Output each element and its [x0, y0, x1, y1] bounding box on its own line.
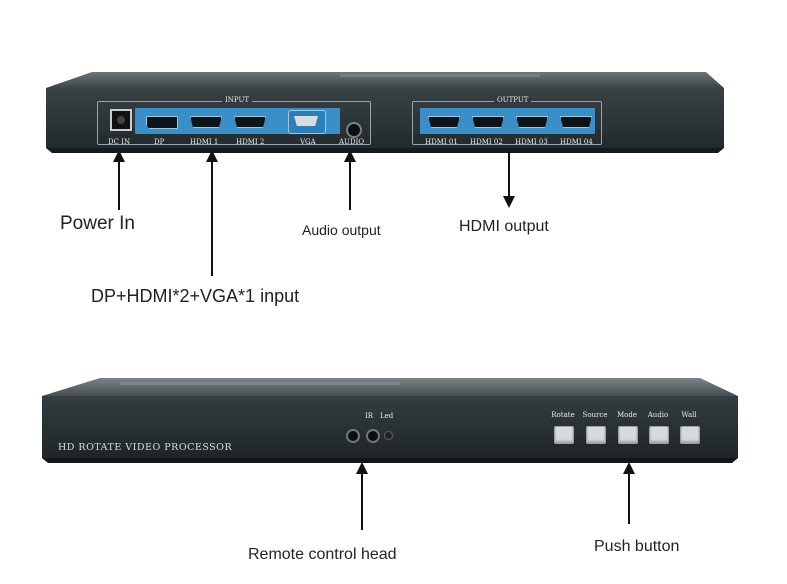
ir-label: IR [365, 412, 374, 420]
input-summary-callout: DP+HDMI*2+VGA*1 input [91, 286, 300, 306]
hdmi2-port [234, 116, 266, 128]
dc-in-label: DC IN [108, 138, 131, 146]
rotate-button[interactable] [554, 426, 574, 444]
mode-button[interactable] [618, 426, 638, 444]
hdmi-out4-port [560, 116, 592, 128]
audio-label: AUDIO [339, 138, 365, 146]
vga-label: VGA [300, 138, 316, 146]
front-chassis-graphic [42, 378, 738, 463]
output-group-label: OUTPUT [494, 96, 532, 104]
remote-sensor-hole-left [346, 429, 360, 443]
ir-receiver [366, 429, 380, 443]
audio-port [346, 122, 362, 138]
front-panel-device: HD ROTATE VIDEO PROCESSOR IR Led Rotate … [0, 370, 787, 470]
mode-button-label: Mode [616, 411, 637, 419]
audio-button[interactable] [649, 426, 669, 444]
vga-port [288, 110, 326, 134]
input-group-label: INPUT [222, 96, 253, 104]
hdmi-output-callout: HDMI output [459, 218, 549, 235]
hdmi1-port [190, 116, 222, 128]
hdmi2-label: HDMI 2 [236, 138, 265, 146]
hdmi-out2-port [472, 116, 504, 128]
hdmi-out3-label: HDMI 03 [515, 138, 548, 146]
hdmi-out2-label: HDMI 02 [470, 138, 503, 146]
dp-label: DP [154, 138, 165, 146]
hdmi-out4-label: HDMI 04 [560, 138, 593, 146]
led-indicator [384, 431, 393, 440]
source-button-label: Source [582, 411, 608, 419]
audio-output-callout: Audio output [302, 222, 381, 238]
dp-port [146, 116, 178, 129]
hdmi-out3-port [516, 116, 548, 128]
led-label: Led [380, 412, 394, 420]
audio-button-label: Audio [647, 411, 669, 419]
source-button[interactable] [586, 426, 606, 444]
rotate-button-label: Rotate [551, 411, 575, 419]
rear-panel-device: INPUT OUTPUT DC IN DP HDMI 1 HDMI 2 VGA … [0, 0, 787, 200]
rear-chassis-graphic [46, 72, 724, 153]
push-button-callout: Push button [594, 538, 680, 555]
hdmi-out1-port [428, 116, 460, 128]
device-name-label: HD ROTATE VIDEO PROCESSOR [58, 442, 233, 453]
dc-in-port [110, 109, 132, 131]
wall-button-label: Wall [681, 411, 697, 419]
hdmi1-label: HDMI 1 [190, 138, 219, 146]
remote-head-callout: Remote control head [248, 546, 397, 563]
wall-button[interactable] [680, 426, 700, 444]
power-in-callout: Power In [60, 213, 135, 234]
hdmi-out1-label: HDMI 01 [425, 138, 458, 146]
